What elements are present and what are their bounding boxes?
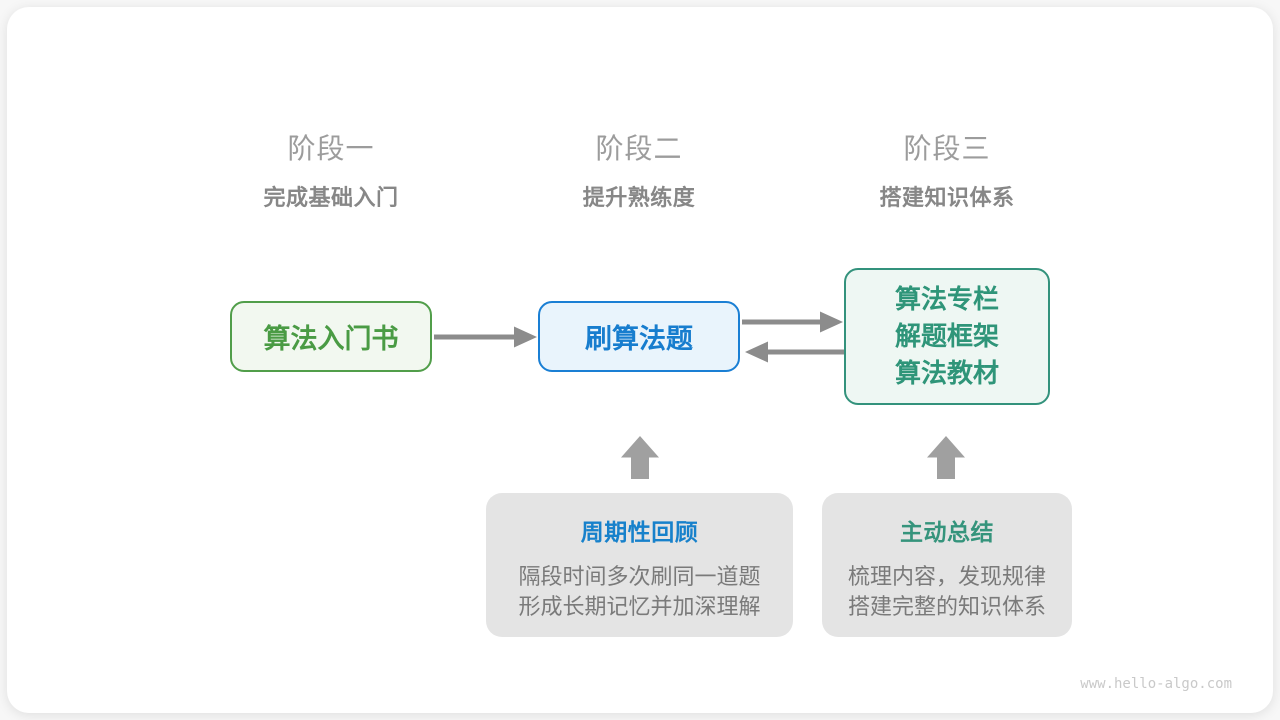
stage-1-subtitle: 完成基础入门 [263, 185, 399, 210]
callout-active-summary-line-2: 搭建完整的知识体系 [847, 594, 1046, 619]
stage-3-subtitle: 搭建知识体系 [879, 185, 1015, 210]
callout-periodic-review-title: 周期性回顾 [580, 519, 699, 545]
callout-periodic-review-body: 隔段时间多次刷同一道题 形成长期记忆并加深理解 [518, 562, 760, 622]
node-intro-book: 算法入门书 [230, 301, 432, 372]
node-resources: 算法专栏 解题框架 算法教材 [844, 268, 1050, 405]
stage-1-label: 阶段一 [287, 133, 375, 164]
watermark: www.hello-algo.com [1080, 676, 1232, 692]
node-resources-line-2: 解题框架 [894, 321, 999, 351]
stage-2-label: 阶段二 [595, 133, 683, 164]
node-resources-line-3: 算法教材 [894, 358, 999, 388]
node-resources-line-1: 算法专栏 [894, 284, 999, 314]
callout-active-summary-title: 主动总结 [900, 519, 994, 545]
callout-active-summary: 主动总结 梳理内容，发现规律 搭建完整的知识体系 [822, 493, 1072, 637]
node-practice: 刷算法题 [538, 301, 740, 372]
stage-3-label: 阶段三 [903, 133, 991, 164]
callout-periodic-review: 周期性回顾 隔段时间多次刷同一道题 形成长期记忆并加深理解 [486, 493, 793, 637]
node-intro-book-label: 算法入门书 [263, 324, 399, 354]
callout-periodic-review-line-1: 隔段时间多次刷同一道题 [518, 564, 761, 589]
callout-active-summary-line-1: 梳理内容，发现规律 [847, 564, 1046, 589]
callout-active-summary-body: 梳理内容，发现规律 搭建完整的知识体系 [848, 562, 1046, 622]
callout-periodic-review-line-2: 形成长期记忆并加深理解 [518, 594, 761, 619]
node-practice-label: 刷算法题 [585, 324, 693, 354]
stage-2-subtitle: 提升熟练度 [582, 185, 696, 210]
